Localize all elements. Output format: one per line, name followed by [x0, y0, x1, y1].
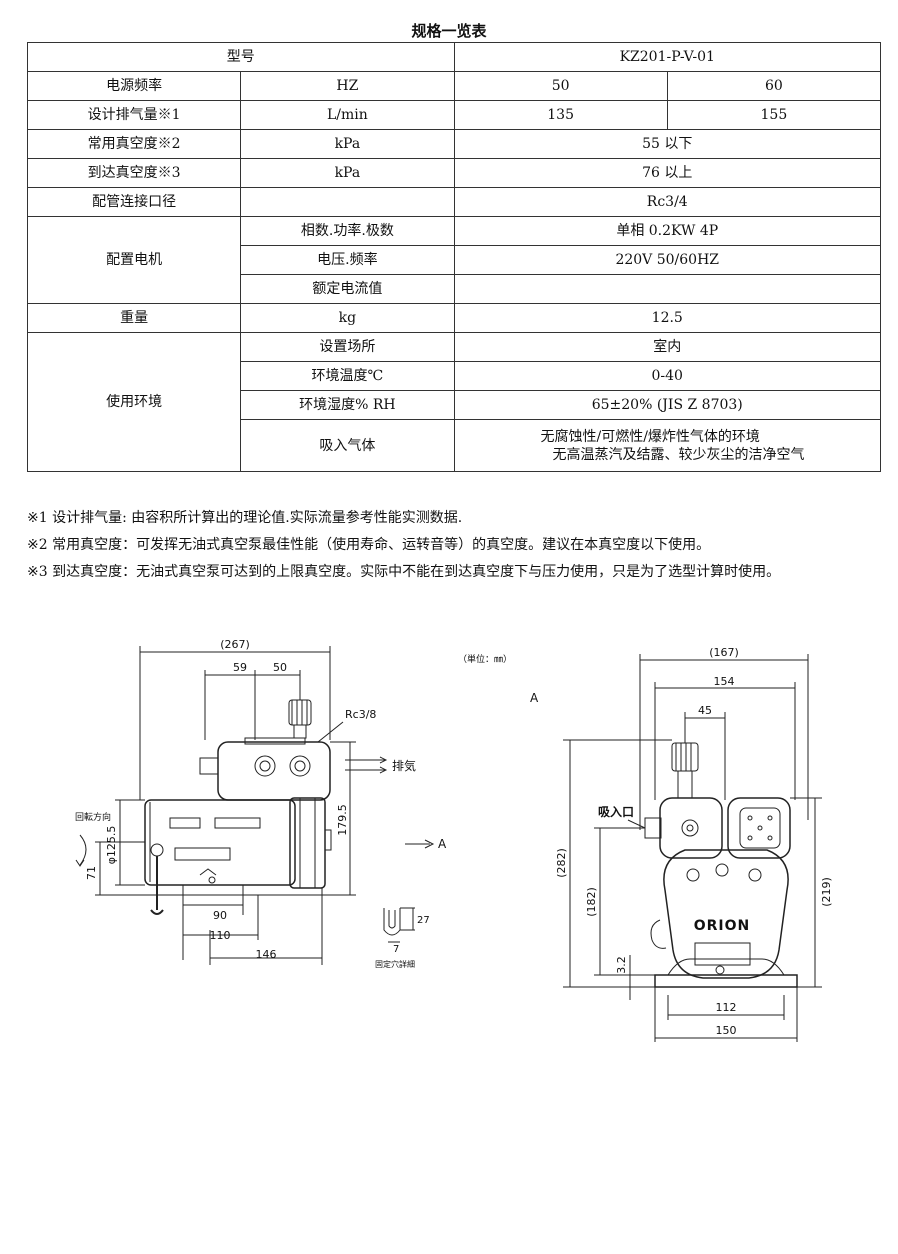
table-row: 电压.频率 220V 50/60HZ: [28, 245, 881, 275]
dim-110: 110: [210, 929, 231, 942]
dim-3-2: 3.2: [615, 956, 628, 974]
exhaust-label: 排気: [392, 758, 416, 773]
footnote-text: 设计排气量: 由容积所计算出的理论值.实际流量参考性能实测数据.: [52, 510, 463, 526]
table-row: 配置电机 相数.功率.极数 单相 0.2KW 4P: [26, 216, 881, 304]
row-value: 220V 50/60HZ: [453, 245, 881, 275]
dim-dia: φ125.5: [105, 826, 118, 865]
dim-267: (267): [220, 638, 250, 651]
sub-label: 相数.功率.极数: [240, 216, 455, 246]
footnote: ※3 到达真空度：无油式真空泵可达到的上限真空度。实际中不能在到达真空度下与压力…: [27, 559, 887, 586]
footnote: ※1 设计排气量: 由容积所计算出的理论值.实际流量参考性能实测数据.: [27, 505, 887, 532]
row-label: 设计排气量※1: [26, 100, 242, 130]
value-50hz: 50: [453, 71, 668, 101]
side-view-drawing: [75, 646, 435, 965]
sub-label: 环境湿度% RH: [240, 390, 455, 420]
table-row: 使用环境 设置场所 室内: [26, 332, 881, 472]
table-row: 设计排气量※1 L/min 135 155: [26, 100, 882, 130]
motor-label: 配置电机: [26, 216, 242, 304]
row-unit: L/min: [240, 100, 455, 130]
gas-value: 无腐蚀性/可燃性/爆炸性气体的环境 无高温蒸汽及结露、较少灰尘的洁净空气: [453, 419, 881, 472]
row-unit: kPa: [240, 129, 455, 159]
table-row: 配管连接口径 Rc3/4: [26, 187, 881, 217]
dim-59: 59: [233, 661, 247, 674]
dimension-drawings: (267) 59 50 Rc3/8 排気 A （単位：㎜） 回転方向 φ125.…: [75, 638, 833, 1042]
spec-title: 规格一览表: [411, 22, 487, 40]
sub-label: 额定电流值: [240, 274, 455, 304]
table-row: 重量 kg 12.5: [26, 303, 881, 333]
sub-label: 吸入气体: [240, 419, 455, 472]
row-value: 室内: [453, 332, 881, 362]
table-row: 电源频率 HZ 50 60: [26, 71, 882, 101]
sub-label: 环境温度℃: [240, 361, 455, 391]
row-value: 55 以下: [453, 129, 881, 159]
sub-label: 设置场所: [240, 332, 455, 362]
dim-45: 45: [698, 704, 712, 717]
env-label: 使用环境: [26, 332, 242, 472]
table-row: 型号 KZ201-P-V-01: [27, 42, 881, 72]
dim-90: 90: [213, 909, 227, 922]
model-value: KZ201-P-V-01: [453, 42, 881, 72]
front-view-drawing: [563, 654, 822, 1042]
value-60hz: 155: [666, 100, 882, 130]
row-value: [453, 274, 881, 304]
row-unit: [240, 187, 455, 217]
dim-282: (282): [555, 848, 568, 878]
dim-50: 50: [273, 661, 287, 674]
brand-logo: ORION: [694, 918, 751, 934]
dim-71: 71: [85, 866, 98, 880]
table-row: 额定电流值: [28, 274, 881, 304]
row-unit: kg: [240, 303, 455, 333]
table-row: 环境温度℃ 0-40: [28, 361, 881, 391]
footnote-mark: ※1: [27, 510, 53, 526]
dim-179: 179.5: [336, 804, 349, 836]
row-value: 单相 0.2KW 4P: [453, 216, 881, 246]
dim-150: 150: [716, 1024, 737, 1037]
row-unit: HZ: [240, 71, 455, 101]
row-value: 0-40: [453, 361, 881, 391]
model-label: 型号: [27, 42, 455, 72]
row-label: 常用真空度※2: [26, 129, 242, 159]
row-label: 重量: [26, 303, 242, 333]
dim-146: 146: [256, 948, 277, 961]
unit-note: （単位：㎜）: [458, 653, 512, 665]
row-value: 65±20% (JIS Z 8703): [453, 390, 881, 420]
footnote-mark: ※3: [27, 564, 53, 580]
table-row: 吸入气体 无腐蚀性/可燃性/爆炸性气体的环境 无高温蒸汽及结露、较少灰尘的洁净空…: [28, 419, 881, 472]
gas-line-1: 无腐蚀性/可燃性/爆炸性气体的环境: [540, 428, 760, 445]
footnotes: ※1 设计排气量: 由容积所计算出的理论值.实际流量参考性能实测数据. ※2 常…: [27, 505, 887, 586]
dim-182: (182): [585, 887, 598, 917]
gas-line-2: 无高温蒸汽及结露、较少灰尘的洁净空气: [552, 446, 805, 463]
hole-caption: 固定穴詳細: [375, 959, 415, 969]
hole-dim-27: 27: [417, 915, 430, 926]
sub-label: 电压.频率: [240, 245, 455, 275]
table-row: 到达真空度※3 kPa 76 以上: [26, 158, 881, 188]
dim-167: (167): [709, 646, 739, 659]
dim-112: 112: [716, 1001, 737, 1014]
row-label: 电源频率: [26, 71, 242, 101]
table-row: 常用真空度※2 kPa 55 以下: [26, 129, 881, 159]
value-60hz: 60: [666, 71, 882, 101]
row-label: 配管连接口径: [26, 187, 242, 217]
row-value: 12.5: [453, 303, 881, 333]
footnote-text: 常用真空度：可发挥无油式真空泵最佳性能（使用寿命、运转音等）的真空度。建议在本真…: [52, 537, 711, 553]
inlet-label: 吸入口: [598, 805, 634, 819]
dim-154: 154: [714, 675, 735, 688]
footnote-text: 到达真空度：无油式真空泵可达到的上限真空度。实际中不能在到达真空度下与压力使用，…: [52, 564, 781, 580]
row-value: 76 以上: [453, 158, 881, 188]
row-value: Rc3/4: [453, 187, 881, 217]
row-unit: kPa: [240, 158, 455, 188]
view-a-label: A: [530, 691, 539, 705]
row-label: 到达真空度※3: [26, 158, 242, 188]
spec-table: 型号 KZ201-P-V-01 电源频率 HZ 50 60 设计排气量※1 L/…: [26, 42, 882, 472]
footnote: ※2 常用真空度：可发挥无油式真空泵最佳性能（使用寿命、运转音等）的真空度。建议…: [27, 532, 887, 559]
footnote-mark: ※2: [27, 537, 53, 553]
rotation-label: 回転方向: [75, 811, 111, 823]
hole-dim-7: 7: [393, 944, 399, 955]
view-a-arrow-label: A: [438, 837, 447, 851]
dim-219: (219): [820, 877, 833, 907]
value-50hz: 135: [453, 100, 668, 130]
port-label: Rc3/8: [345, 708, 376, 721]
